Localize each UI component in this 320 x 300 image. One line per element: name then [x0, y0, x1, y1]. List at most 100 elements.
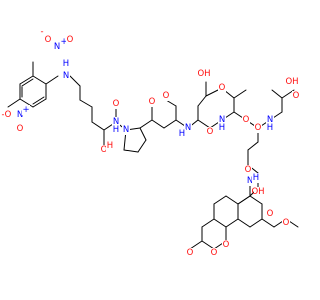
asp1-amide-nitrogen-backdrop: [184, 123, 192, 133]
asp2-side-oxygen-backdrop: [292, 91, 300, 101]
bond: [247, 141, 259, 151]
lysine-hydroxyl-hydrogen: H: [107, 141, 113, 151]
coumarin-lactone-oxygen: O: [211, 248, 218, 258]
asp2-carbonyl-oxygen: O: [267, 209, 274, 219]
bond: [213, 195, 227, 205]
asp1-amide-hydrogen-backdrop: [178, 129, 186, 139]
bond: [45, 75, 59, 85]
valine-carbonyl-oxygen: O: [243, 115, 250, 125]
no2-nitrogen-left-charge-backdrop: [22, 105, 30, 115]
asp2-hydroxyl: OH: [285, 77, 298, 87]
lysine-amide-hydrogen-backdrop: [112, 125, 120, 135]
bond: [69, 75, 81, 87]
bond: [205, 89, 219, 97]
no2-nitrogen-top-charge-backdrop: [60, 37, 68, 47]
asp2-side-oxygen: O: [293, 91, 300, 101]
asp1-carbonyl-oxygen: O: [207, 127, 214, 137]
glutamate-carbonyl-oxygen-backdrop: [244, 165, 252, 175]
asp2-hydroxyl-backdrop: [288, 77, 296, 87]
no2-oxygen-top: O: [45, 35, 52, 45]
no2-charge-top-backdrop: [38, 27, 46, 37]
no2-nitrogen-top-charge: +: [60, 37, 67, 47]
lysine-hydroxyl-oxygen-backdrop: [100, 145, 108, 155]
no2-nitrogen-left-backdrop: [16, 110, 24, 120]
bond: [233, 89, 247, 99]
bond: [19, 75, 34, 85]
no2-nitrogen-left-charge: +: [22, 105, 29, 115]
no2-nitrogen-top: N: [54, 42, 60, 52]
bond: [201, 240, 215, 250]
no2-oxygen-top-second: O: [67, 35, 74, 45]
bond: [137, 139, 147, 153]
lysine-amide-nitrogen-backdrop: [112, 117, 120, 127]
bond: [163, 119, 177, 129]
alanine-carbonyl-oxygen: O: [163, 91, 170, 101]
valine-amide-hydrogen-backdrop: [218, 123, 226, 133]
valine-carbonyl-oxygen-second: O: [255, 123, 262, 133]
bond: [79, 99, 93, 108]
asp1-hydroxyl-backdrop: [200, 69, 208, 79]
coumarin-ring-oxygen-backdrop: [222, 240, 230, 250]
bond: [151, 119, 165, 129]
bond: [139, 119, 153, 129]
valine-carbonyl-oxygen-backdrop: [242, 115, 250, 125]
no2-nitrogen-left: N: [17, 110, 23, 120]
asp2-carbonyl-oxygen-backdrop: [266, 209, 274, 219]
glutamate-amide-hydrogen: H: [267, 123, 273, 133]
lysine-amine-nitrogen: N: [63, 71, 69, 81]
asp1-side-oxygen-backdrop: [218, 83, 226, 93]
bond: [249, 195, 263, 205]
asp1-amide-hydrogen: H: [179, 129, 185, 139]
valine-amide-nitrogen: N: [219, 115, 225, 125]
lysine-hydroxyl-oxygen: O: [101, 145, 108, 155]
methoxy-oxygen: O: [283, 218, 290, 228]
coumarin-ring-oxygen: O: [223, 240, 230, 250]
lysine-amine-nitrogen-backdrop: [62, 71, 70, 81]
bond-lines: [7, 61, 299, 250]
valine-amide-hydrogen: H: [219, 123, 225, 133]
bond: [7, 98, 21, 108]
no2-nitrogen-top-backdrop: [53, 42, 61, 52]
coumarin-carbonyl-oxygen-backdrop: [186, 248, 194, 258]
bond: [197, 95, 207, 107]
no2-oxygen-left-second: O: [17, 124, 24, 134]
no2-oxygen-left: O: [5, 110, 12, 120]
glutamate-hydroxyl: OH: [251, 187, 264, 197]
bond: [32, 96, 45, 105]
glutamate-amide-hydrogen-backdrop: [266, 123, 274, 133]
bond: [237, 195, 251, 205]
bond: [21, 78, 34, 87]
bond: [189, 240, 203, 250]
valine-amide-nitrogen-backdrop: [218, 115, 226, 125]
bond: [123, 149, 139, 153]
glutamate-carbonyl-oxygen: O: [245, 165, 252, 175]
bond: [91, 121, 105, 131]
lysine-carbonyl-oxygen-backdrop: [112, 99, 120, 109]
asp1-side-oxygen: O: [219, 83, 226, 93]
valine-carbonyl-oxygen-second-backdrop: [254, 123, 262, 133]
lysine-amine-hydrogen: H: [63, 59, 69, 69]
glutamate-hydroxyl-backdrop: [254, 187, 262, 197]
asp1-amide-nitrogen: N: [185, 123, 191, 133]
lysine-carbonyl-oxygen: O: [113, 99, 120, 109]
proline-nitrogen: N: [123, 125, 129, 135]
bond: [19, 98, 34, 108]
methoxy-oxygen-backdrop: [282, 218, 290, 228]
bond: [32, 75, 47, 85]
bond: [197, 119, 211, 129]
no2-oxygen-top-second-backdrop: [66, 35, 74, 45]
no2-oxygen-top-backdrop: [44, 35, 52, 45]
asp1-hydroxyl: OH: [197, 69, 210, 79]
lysine-hydroxyl-hydrogen-backdrop: [106, 141, 114, 151]
alanine-carbonyl-oxygen-backdrop: [162, 91, 170, 101]
bond: [261, 218, 275, 228]
asp2-amide-hydrogen: H: [253, 173, 259, 183]
lysine-amine-hydrogen-backdrop: [62, 59, 70, 69]
proline-carbonyl-oxygen: O: [149, 97, 156, 107]
bond: [139, 127, 147, 141]
proline-nitrogen-backdrop: [122, 125, 130, 135]
glutamate-amide-nitrogen: N: [267, 115, 273, 125]
asp2-amide-hydrogen-backdrop: [252, 173, 260, 183]
